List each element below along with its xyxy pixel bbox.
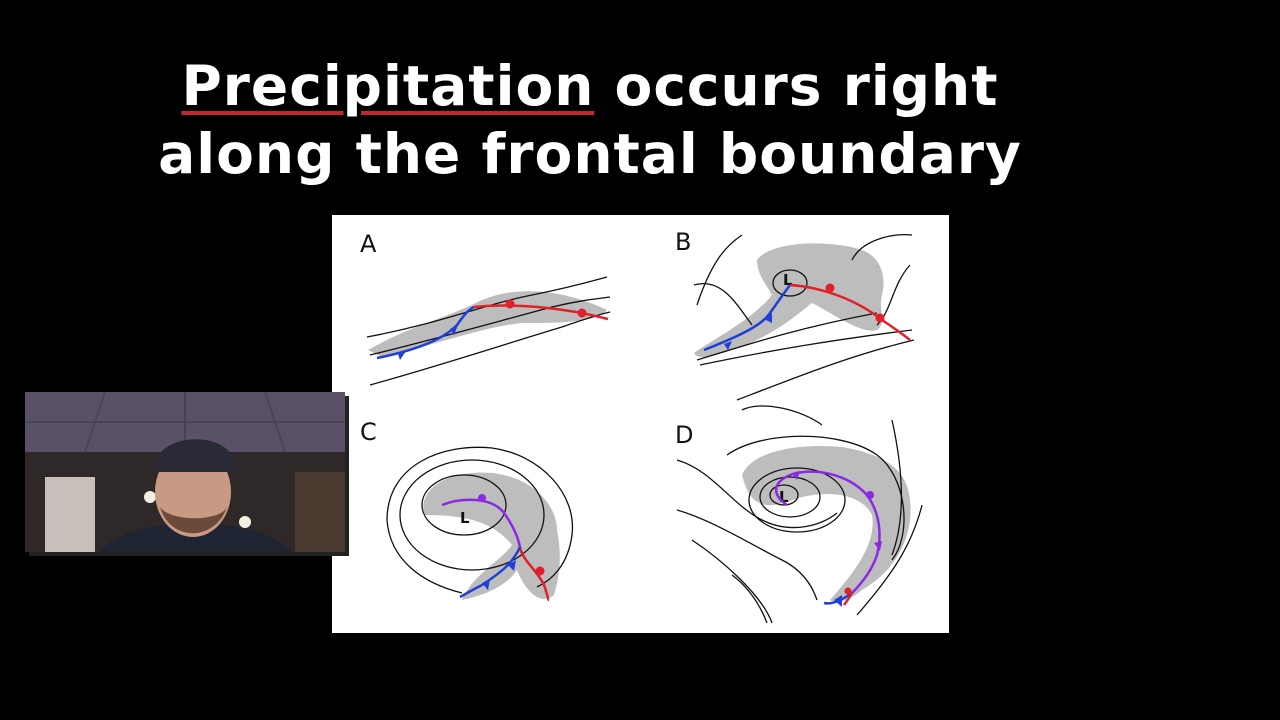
isobar-b5 <box>696 312 878 361</box>
isobar-d8 <box>676 509 818 601</box>
diagram-svg: A B L <box>360 228 923 624</box>
panel-c: C L <box>360 418 574 602</box>
isobar-b6 <box>699 329 913 366</box>
panel-label-c: C <box>360 418 377 446</box>
low-pressure-label-d: L <box>779 488 789 506</box>
occluded-front-c <box>441 498 522 548</box>
isobar-d2 <box>759 476 821 518</box>
precip-area-b <box>694 243 884 357</box>
cold-front-triangle <box>482 579 490 590</box>
panel-label-a: A <box>360 230 377 258</box>
warm-front-semicircle <box>825 283 835 293</box>
cold-front-triangle <box>724 341 732 350</box>
isobar-d4 <box>726 435 905 561</box>
presenter-webcam-overlay <box>25 392 345 552</box>
isobar-c4 <box>386 519 463 594</box>
warm-front-semicircle <box>844 587 852 595</box>
low-pressure-label-b: L <box>783 271 793 289</box>
cold-front-triangle <box>508 560 516 571</box>
isobar-c1 <box>421 474 507 536</box>
precip-area-d <box>742 445 911 602</box>
warm-front-semicircle <box>875 313 885 323</box>
isobar-d7 <box>676 459 838 529</box>
cold-front-a <box>376 305 475 360</box>
cold-front-triangle <box>834 595 842 607</box>
cold-front-b <box>703 284 792 352</box>
title-line1-rest: occurs right <box>594 54 999 118</box>
isobar-d10 <box>731 574 768 624</box>
isobar-d11 <box>856 504 923 616</box>
webcam-video-frame <box>25 392 345 552</box>
cold-front-c <box>459 546 522 599</box>
warm-front-c <box>518 546 551 602</box>
isobar-b7 <box>736 339 915 401</box>
isobar-d3 <box>748 467 846 533</box>
occluded-front-marker <box>478 494 486 502</box>
slide-title: Precipitation occurs right along the fro… <box>150 52 1030 188</box>
warm-front-semicircle <box>577 308 587 318</box>
warm-front-semicircle <box>505 299 515 309</box>
title-highlight-word: Precipitation <box>181 54 595 118</box>
panel-label-d: D <box>675 421 693 449</box>
isobar-d6 <box>891 419 903 556</box>
cold-front-triangle <box>764 313 772 323</box>
isobar-b4 <box>696 234 743 306</box>
isobar-d5 <box>741 405 823 426</box>
title-line2: along the frontal boundary <box>158 122 1022 186</box>
cold-front-triangle <box>398 351 406 360</box>
isobar-c2 <box>399 459 545 571</box>
isobar-a2 <box>369 296 611 356</box>
isobar-b1 <box>693 282 753 326</box>
panel-d: D L <box>675 405 923 624</box>
low-pressure-label-c: L <box>460 509 470 527</box>
isobar-a3 <box>369 311 611 386</box>
isobar-c3 <box>386 446 574 588</box>
occluded-front-marker <box>866 491 874 499</box>
isobar-a1 <box>366 276 608 338</box>
cold-front-triangle <box>450 325 458 335</box>
warm-front-a <box>473 304 609 321</box>
panel-a: A <box>360 230 611 386</box>
panel-label-b: B <box>675 228 691 256</box>
warm-front-semicircle <box>535 566 545 576</box>
warm-front-d <box>842 592 854 606</box>
isobar-d1 <box>769 484 799 506</box>
isobar-b-low <box>772 269 808 297</box>
occluded-front-marker <box>874 541 882 551</box>
isobar-d9 <box>691 539 773 624</box>
occluded-front-marker <box>792 471 800 480</box>
isobar-b2 <box>851 234 913 261</box>
cyclone-lifecycle-diagram: A B L <box>332 215 949 633</box>
panel-b: B L <box>675 228 915 401</box>
precip-area-c <box>423 472 560 600</box>
